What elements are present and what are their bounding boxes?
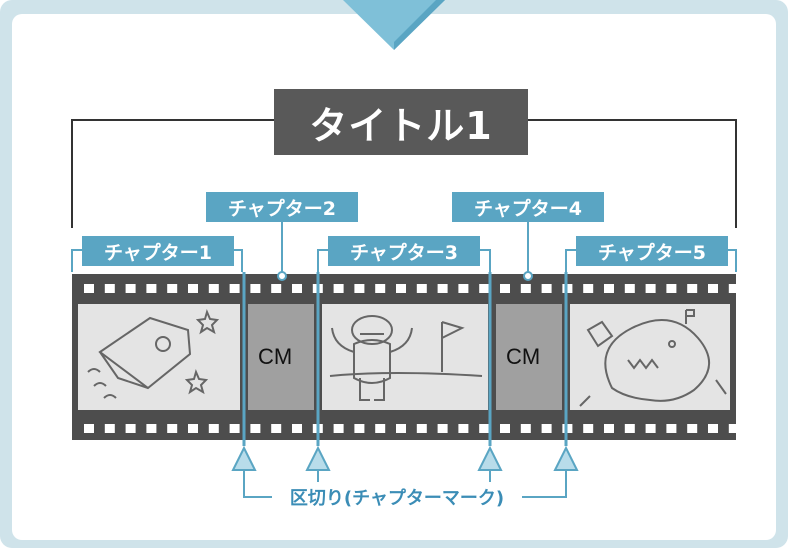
sprocket-hole — [167, 284, 178, 293]
sprocket-hole — [687, 424, 698, 433]
chapter-mark-arrow-icon — [305, 445, 331, 471]
sprocket-hole — [271, 424, 282, 433]
sprocket-hole — [458, 424, 469, 433]
sprocket-hole — [520, 424, 531, 433]
chapter-mark-arrow-icon — [231, 445, 257, 471]
astronaut-illustration — [329, 315, 483, 401]
sprocket-hole — [728, 424, 739, 433]
sprocket-hole — [271, 284, 282, 293]
sprocket-hole — [666, 284, 677, 293]
label-leaders — [71, 206, 737, 498]
sprocket-hole — [479, 424, 490, 433]
sprocket-hole — [708, 284, 718, 293]
sprocket-hole — [396, 284, 406, 293]
chapter-4-label: チャプター4 — [452, 192, 604, 222]
sprocket-hole — [708, 424, 718, 433]
down-arrow-icon — [343, 0, 445, 50]
title-bracket — [71, 119, 737, 228]
sprocket-hole — [687, 284, 698, 293]
sprocket-hole — [104, 284, 115, 293]
chapter-mark-arrow-icon — [553, 445, 579, 471]
cm-label-1: CM — [258, 344, 293, 369]
sprocket-hole — [416, 424, 427, 433]
sprocket-hole — [84, 284, 94, 293]
sprocket-hole — [375, 284, 386, 293]
chapter-mark-label: 区切り(チャプターマーク) — [272, 482, 522, 512]
frame-cm-1 — [248, 304, 314, 410]
sprocket-hole — [188, 284, 198, 293]
title-label: タイトル1 — [274, 89, 528, 155]
sprocket-hole — [500, 424, 510, 433]
chapter-1-label: チャプター1 — [82, 236, 234, 266]
sprocket-hole — [229, 284, 240, 293]
chapter-mark-arrow-icon — [477, 445, 503, 471]
sprocket-hole — [583, 424, 594, 433]
sprocket-hole — [624, 284, 635, 293]
frame-chapter-5 — [570, 304, 730, 410]
sprocket-hole — [396, 424, 406, 433]
sprocket-hole — [146, 424, 157, 433]
sprocket-hole — [437, 424, 448, 433]
sprocket-hole — [333, 284, 344, 293]
frame-chapter-3 — [322, 304, 488, 410]
sprocket-hole — [250, 424, 261, 433]
sprocket-hole — [416, 284, 427, 293]
sprocket-hole — [354, 284, 365, 293]
sprocket-hole — [292, 284, 302, 293]
cm-label-2: CM — [506, 344, 541, 369]
sprocket-hole — [333, 424, 344, 433]
sprocket-hole — [292, 424, 302, 433]
sprocket-hole — [167, 424, 178, 433]
sprocket-hole — [125, 424, 136, 433]
sprocket-hole — [645, 284, 656, 293]
sprocket-hole — [541, 424, 552, 433]
sprocket-hole — [437, 284, 448, 293]
sprocket-hole — [208, 424, 219, 433]
sprocket-hole — [728, 284, 739, 293]
sprocket-hole — [84, 424, 94, 433]
sprocket-hole — [604, 284, 614, 293]
sprocket-hole — [229, 424, 240, 433]
sprocket-hole — [250, 284, 261, 293]
sprocket-hole — [583, 284, 594, 293]
sprocket-hole — [375, 424, 386, 433]
sprocket-hole — [500, 284, 510, 293]
frame-cm-2 — [496, 304, 562, 410]
sprocket-hole — [458, 284, 469, 293]
sprocket-hole — [520, 284, 531, 293]
chapter-2-label: チャプター2 — [206, 192, 358, 222]
chapter-3-label: チャプター3 — [328, 236, 480, 266]
sprocket-hole — [645, 424, 656, 433]
sprocket-hole — [666, 424, 677, 433]
sprocket-hole — [208, 284, 219, 293]
sprocket-hole — [604, 424, 614, 433]
sprocket-hole — [624, 424, 635, 433]
sprocket-hole — [479, 284, 490, 293]
chapter-5-label: チャプター5 — [576, 236, 728, 266]
sprocket-hole — [104, 424, 115, 433]
rocket-illustration — [87, 309, 220, 399]
sprocket-hole — [354, 424, 365, 433]
monster-illustration — [579, 309, 727, 407]
sprocket-hole — [188, 424, 198, 433]
sprocket-hole — [541, 284, 552, 293]
sprocket-hole — [146, 284, 157, 293]
sprocket-hole — [125, 284, 136, 293]
